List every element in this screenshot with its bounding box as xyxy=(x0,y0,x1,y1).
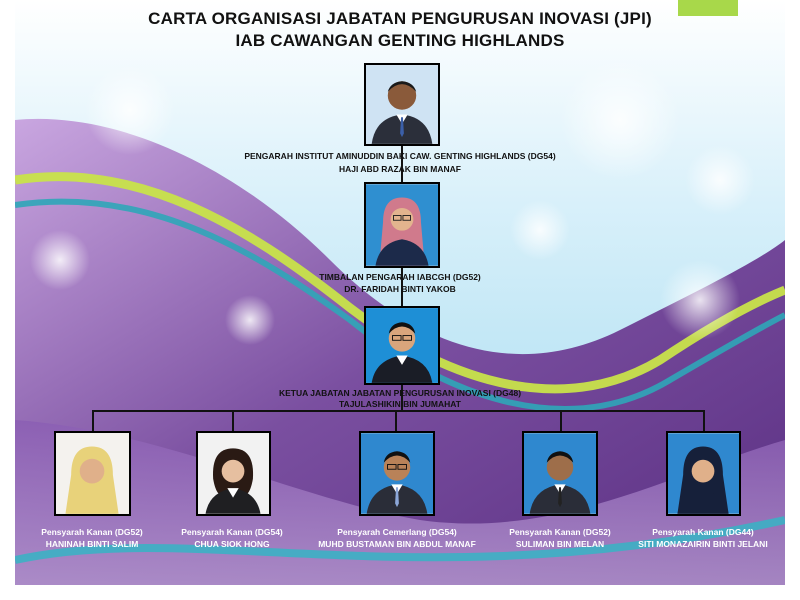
director-position: PENGARAH INSTITUT AMINUDDIN BAKI CAW. GE… xyxy=(244,151,556,161)
accent-tab xyxy=(678,0,738,16)
branch-line xyxy=(92,410,704,412)
portrait-icon xyxy=(361,433,433,514)
staff-name: SULIMAN BIN MELAN xyxy=(515,539,605,549)
director-photo xyxy=(364,63,440,146)
portrait-icon xyxy=(668,433,739,514)
staff-photo xyxy=(359,431,435,516)
staff-photo xyxy=(196,431,271,516)
staff-position: Pensyarah Kanan (DG52) xyxy=(41,527,143,537)
deputy-name: DR. FARIDAH BINTI YAKOB xyxy=(344,284,456,294)
staff-photo xyxy=(666,431,741,516)
chart-title-line2: IAB CAWANGAN GENTING HIGHLANDS xyxy=(235,31,565,50)
director-name: HAJI ABD RAZAK BIN MANAF xyxy=(339,164,461,174)
head-photo xyxy=(364,306,440,385)
portrait-icon xyxy=(56,433,129,514)
staff-name: HANINAH BINTI SALIM xyxy=(45,539,139,549)
chart-title-line1: CARTA ORGANISASI JABATAN PENGURUSAN INOV… xyxy=(148,9,652,28)
staff-name: SITI MONAZAIRIN BINTI JELANI xyxy=(638,539,768,549)
staff-name: MUHD BUSTAMAN BIN ABDUL MANAF xyxy=(318,539,476,549)
head-position: KETUA JABATAN JABATAN PENGURUSAN INOVASI… xyxy=(278,388,522,398)
staff-position: Pensyarah Kanan (DG52) xyxy=(509,527,611,537)
staff-position: Pensyarah Kanan (DG44) xyxy=(652,527,754,537)
connector-line xyxy=(395,410,397,432)
head-name: TAJULASHIKIN BIN JUMAHAT xyxy=(339,399,461,409)
connector-line xyxy=(560,410,562,432)
connector-line xyxy=(232,410,234,432)
staff-name: CHUA SIOK HONG xyxy=(194,539,270,549)
portrait-icon xyxy=(366,184,438,266)
connector-line xyxy=(401,268,403,306)
connector-line xyxy=(401,146,403,182)
connector-line xyxy=(401,385,403,411)
staff-photo xyxy=(522,431,598,516)
staff-photo xyxy=(54,431,131,516)
connector-line xyxy=(703,410,705,432)
deputy-position: TIMBALAN PENGARAH IABCGH (DG52) xyxy=(319,272,481,282)
portrait-icon xyxy=(198,433,269,514)
portrait-icon xyxy=(366,65,438,144)
portrait-icon xyxy=(366,308,438,383)
portrait-icon xyxy=(524,433,596,514)
staff-position: Pensyarah Cemerlang (DG54) xyxy=(337,527,457,537)
connector-line xyxy=(92,410,94,432)
deputy-photo xyxy=(364,182,440,268)
staff-position: Pensyarah Kanan (DG54) xyxy=(181,527,283,537)
